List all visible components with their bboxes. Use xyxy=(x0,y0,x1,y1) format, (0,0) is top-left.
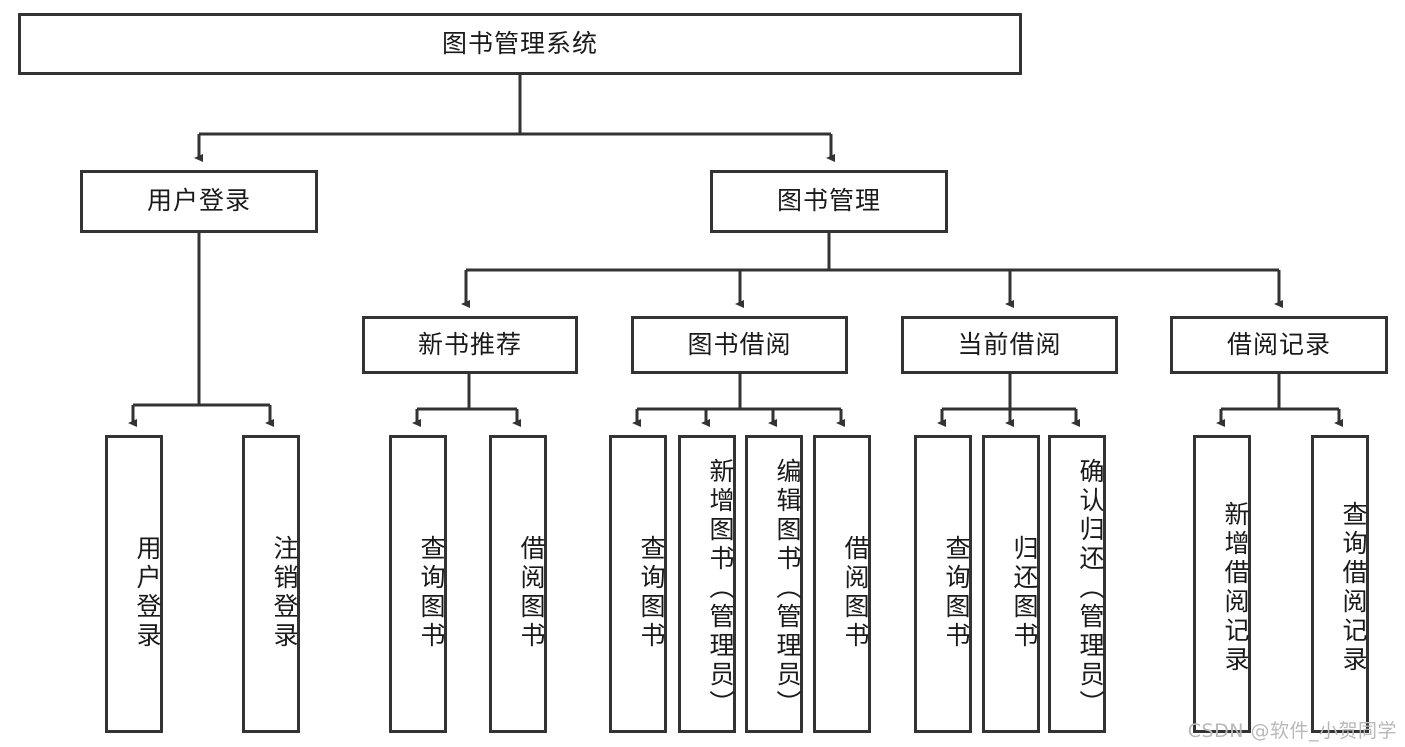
node-borrow-record[interactable]: 借阅记录 xyxy=(1170,316,1388,374)
node-leaf-return-book-label: 归还图书 xyxy=(1010,535,1039,651)
node-new-book-rec-label: 新书推荐 xyxy=(417,329,522,359)
node-leaf-query-book-1[interactable]: 查询图书 xyxy=(389,435,447,733)
node-leaf-query-record[interactable]: 查询借阅记录 xyxy=(1311,435,1369,733)
node-root-label: 图书管理系统 xyxy=(441,28,598,58)
node-leaf-query-book-2[interactable]: 查询图书 xyxy=(609,435,667,733)
node-leaf-edit-book-label: 编辑图书（管理员） xyxy=(773,457,802,719)
node-book-borrow[interactable]: 图书借阅 xyxy=(631,316,848,374)
node-leaf-query-book-3-label: 查询图书 xyxy=(942,535,971,651)
node-book-manage[interactable]: 图书管理 xyxy=(710,170,948,233)
node-leaf-add-book[interactable]: 新增图书（管理员） xyxy=(678,435,736,733)
node-leaf-borrow-book-2-label: 借阅图书 xyxy=(841,535,870,651)
node-book-borrow-label: 图书借阅 xyxy=(687,329,792,359)
node-leaf-add-book-label: 新增图书（管理员） xyxy=(706,457,735,719)
watermark: CSDN @软件_小贺同学 xyxy=(1187,720,1397,742)
node-leaf-confirm-return-label: 确认归还（管理员） xyxy=(1076,457,1105,719)
node-book-manage-label: 图书管理 xyxy=(776,186,881,216)
node-leaf-borrow-book-1-label: 借阅图书 xyxy=(517,535,546,651)
node-current-borrow-label: 当前借阅 xyxy=(957,329,1062,359)
node-leaf-query-record-label: 查询借阅记录 xyxy=(1339,501,1368,675)
node-leaf-query-book-1-label: 查询图书 xyxy=(417,535,446,651)
node-root[interactable]: 图书管理系统 xyxy=(18,13,1022,75)
node-leaf-borrow-book-2[interactable]: 借阅图书 xyxy=(813,435,871,733)
node-leaf-confirm-return[interactable]: 确认归还（管理员） xyxy=(1048,435,1106,733)
node-new-book-rec[interactable]: 新书推荐 xyxy=(362,316,578,374)
node-leaf-logout[interactable]: 注销登录 xyxy=(242,435,300,733)
node-leaf-edit-book[interactable]: 编辑图书（管理员） xyxy=(745,435,803,733)
node-leaf-add-record[interactable]: 新增借阅记录 xyxy=(1193,435,1251,733)
node-leaf-query-book-3[interactable]: 查询图书 xyxy=(914,435,972,733)
node-leaf-borrow-book-1[interactable]: 借阅图书 xyxy=(489,435,547,733)
node-user-login[interactable]: 用户登录 xyxy=(80,170,318,233)
node-borrow-record-label: 借阅记录 xyxy=(1226,329,1331,359)
node-leaf-query-book-2-label: 查询图书 xyxy=(637,535,666,651)
node-leaf-user-login-label: 用户登录 xyxy=(133,535,162,651)
node-leaf-add-record-label: 新增借阅记录 xyxy=(1221,501,1250,675)
node-leaf-logout-label: 注销登录 xyxy=(270,535,299,651)
node-leaf-user-login[interactable]: 用户登录 xyxy=(105,435,163,733)
node-user-login-label: 用户登录 xyxy=(146,186,251,216)
node-current-borrow[interactable]: 当前借阅 xyxy=(901,316,1118,374)
node-leaf-return-book[interactable]: 归还图书 xyxy=(982,435,1040,733)
